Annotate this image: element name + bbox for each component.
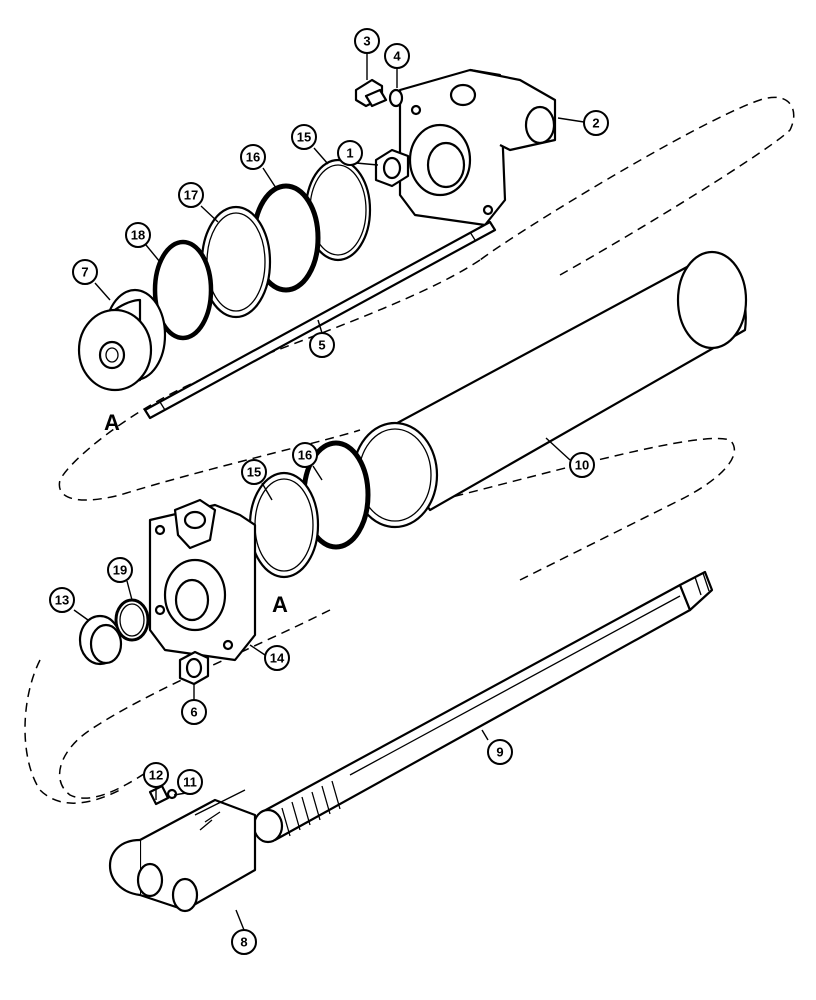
ball-part-11 bbox=[166, 788, 178, 800]
svg-text:6: 6 bbox=[190, 705, 197, 720]
svg-text:4: 4 bbox=[393, 49, 401, 64]
svg-text:8: 8 bbox=[240, 935, 247, 950]
piston-part-7 bbox=[77, 288, 167, 392]
callout-19: 19 bbox=[107, 557, 133, 583]
set-screw-part-12 bbox=[148, 784, 170, 806]
callout-1: 1 bbox=[337, 140, 363, 166]
callout-15-upper: 15 bbox=[291, 124, 317, 150]
rod-end-cap-part-14 bbox=[148, 498, 257, 662]
ring-part-18 bbox=[152, 239, 214, 341]
svg-text:19: 19 bbox=[113, 563, 127, 578]
svg-text:10: 10 bbox=[575, 458, 589, 473]
callout-17: 17 bbox=[178, 182, 204, 208]
callout-13: 13 bbox=[49, 587, 75, 613]
svg-text:15: 15 bbox=[297, 130, 311, 145]
svg-text:16: 16 bbox=[298, 448, 312, 463]
svg-text:5: 5 bbox=[318, 338, 325, 353]
svg-text:16: 16 bbox=[246, 150, 260, 165]
callout-leaders bbox=[73, 53, 585, 931]
svg-text:14: 14 bbox=[270, 651, 285, 666]
callout-16-lower: 16 bbox=[292, 442, 318, 468]
end-cap-clevis-part-2 bbox=[398, 68, 557, 227]
svg-text:13: 13 bbox=[55, 593, 69, 608]
piston-rod-part-9 bbox=[252, 570, 714, 844]
lower-dashed-assembly-loop bbox=[24, 437, 736, 804]
callout-12: 12 bbox=[143, 762, 169, 788]
nut-part-6 bbox=[178, 650, 210, 686]
callout-10: 10 bbox=[569, 452, 595, 478]
callout-7: 7 bbox=[72, 259, 98, 285]
callout-4: 4 bbox=[384, 43, 410, 69]
tie-rod-part-5 bbox=[143, 220, 497, 420]
callout-11: 11 bbox=[177, 769, 203, 795]
svg-text:17: 17 bbox=[184, 188, 198, 203]
rod-clevis-part-8 bbox=[108, 789, 257, 913]
callout-5: 5 bbox=[309, 332, 335, 358]
svg-text:12: 12 bbox=[149, 768, 163, 783]
callout-18: 18 bbox=[125, 222, 151, 248]
svg-text:11: 11 bbox=[183, 775, 197, 790]
reference-mark-a-upper: A bbox=[104, 410, 120, 435]
svg-text:3: 3 bbox=[363, 34, 370, 49]
fitting-part-3 bbox=[354, 78, 388, 108]
nut-part-1 bbox=[374, 148, 410, 188]
svg-text:2: 2 bbox=[592, 116, 599, 131]
callout-9: 9 bbox=[487, 739, 513, 765]
wiper-seal-part-13 bbox=[78, 614, 123, 666]
callout-6: 6 bbox=[181, 699, 207, 725]
svg-text:15: 15 bbox=[247, 465, 261, 480]
svg-text:1: 1 bbox=[346, 146, 353, 161]
callout-8: 8 bbox=[231, 929, 257, 955]
callout-2: 2 bbox=[583, 110, 609, 136]
svg-text:9: 9 bbox=[496, 745, 503, 760]
callout-15-lower: 15 bbox=[241, 459, 267, 485]
barrel-part-10 bbox=[351, 250, 748, 529]
ring-part-19 bbox=[114, 598, 150, 642]
o-ring-part-4 bbox=[388, 88, 404, 108]
ring-part-15-lower bbox=[248, 471, 320, 579]
reference-mark-a-lower: A bbox=[272, 592, 288, 617]
callout-14: 14 bbox=[264, 645, 290, 671]
callout-3: 3 bbox=[354, 28, 380, 54]
upper-dashed-assembly-loop bbox=[58, 96, 795, 501]
callout-16-upper: 16 bbox=[240, 144, 266, 170]
svg-text:7: 7 bbox=[81, 265, 88, 280]
svg-text:18: 18 bbox=[131, 228, 145, 243]
